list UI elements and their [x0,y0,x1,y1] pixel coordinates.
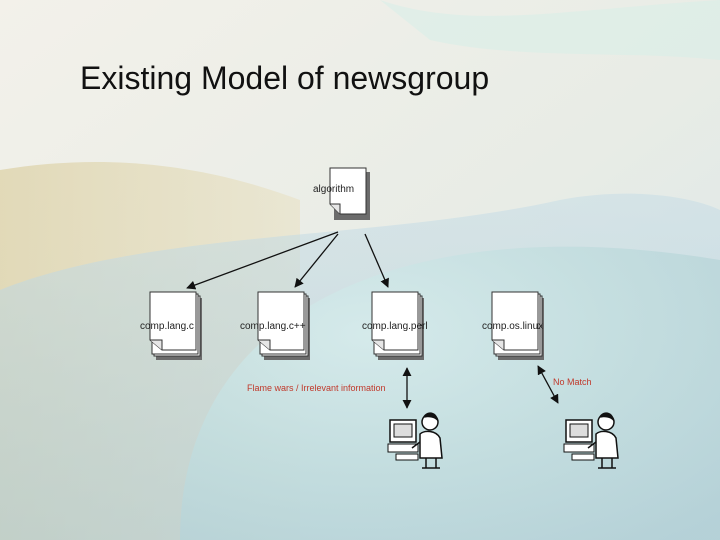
group-label-comp-lang-c: comp.lang.c [140,321,194,332]
double-arrow-linux-user [537,365,559,404]
document-stack-icon [257,291,310,360]
user-at-computer-icon [387,412,443,469]
root-label: algorithm [313,184,355,195]
document-stack-icon [371,291,424,360]
arrow-to-comp-lang-c [186,231,339,290]
arrow-to-comp-lang-cpp [294,233,339,288]
document-stack-icon [491,291,544,360]
group-label-comp-os-linux: comp.os.linux [482,321,544,332]
group-label-comp-lang-cpp: comp.lang.c++ [240,321,306,332]
group-label-comp-lang-perl: comp.lang.perl [362,321,428,332]
document-icon [329,167,370,220]
user-at-computer-icon [563,412,619,469]
flame-wars-note: Flame wars / Irrelevant information [247,383,386,393]
document-stack-icon [149,291,202,360]
slide-title: Existing Model of newsgroup [80,60,490,96]
no-match-note: No Match [553,377,592,387]
arrow-to-comp-lang-perl [364,233,389,288]
